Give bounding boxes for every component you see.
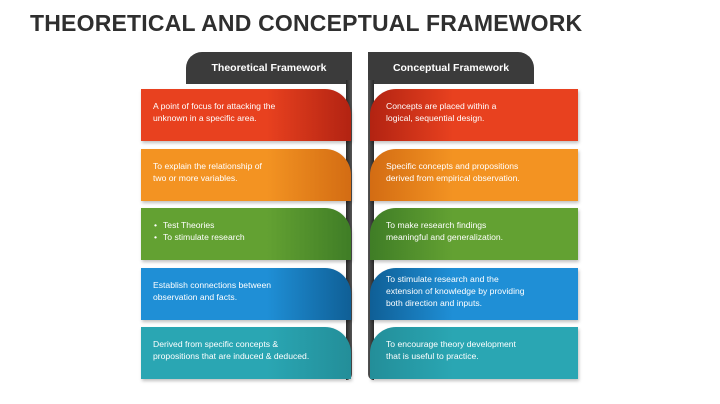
card-line: meaningful and generalization. [386,232,504,242]
theoretical-card-2: To explain the relationship of two or mo… [141,149,351,201]
card-line: extension of knowledge by providing [386,286,525,296]
theoretical-framework-header: Theoretical Framework [186,52,352,84]
card-line: both direction and inputs. [386,298,483,308]
bullet-item: Test Theories [154,219,341,231]
card-line: propositions that are induced & deduced. [153,351,310,361]
bullet-item: To stimulate research [154,231,341,243]
card-line: Establish connections between [153,280,272,290]
theoretical-card-1: A point of focus for attacking the unkno… [141,89,351,141]
card-line: observation and facts. [153,292,238,302]
card-line: To explain the relationship of [153,161,262,171]
theoretical-card-5: Derived from specific concepts & proposi… [141,327,351,379]
card-line: To stimulate research and the [386,274,499,284]
card-line: two or more variables. [153,173,238,183]
theoretical-card-4: Establish connections between observatio… [141,268,351,320]
card-line: logical, sequential design. [386,113,485,123]
theoretical-card-3: Test Theories To stimulate research [141,208,351,260]
card-line: Concepts are placed within a [386,101,497,111]
card-line: To make research findings [386,220,487,230]
page-title: THEORETICAL AND CONCEPTUAL FRAMEWORK [30,10,583,36]
conceptual-framework-header: Conceptual Framework [368,52,534,84]
conceptual-card-5: To encourage theory development that is … [370,327,578,379]
bullet-list: Test Theories To stimulate research [153,219,341,243]
card-line: Derived from specific concepts & [153,339,279,349]
conceptual-card-4: To stimulate research and the extension … [370,268,578,320]
card-line: unknown in a specific area. [153,113,257,123]
conceptual-card-1: Concepts are placed within a logical, se… [370,89,578,141]
card-line: that is useful to practice. [386,351,479,361]
conceptual-card-3: To make research findings meaningful and… [370,208,578,260]
card-line: A point of focus for attacking the [153,101,276,111]
card-line: To encourage theory development [386,339,516,349]
card-line: Specific concepts and propositions [386,161,519,171]
card-line: derived from empirical observation. [386,173,520,183]
conceptual-card-2: Specific concepts and propositions deriv… [370,149,578,201]
